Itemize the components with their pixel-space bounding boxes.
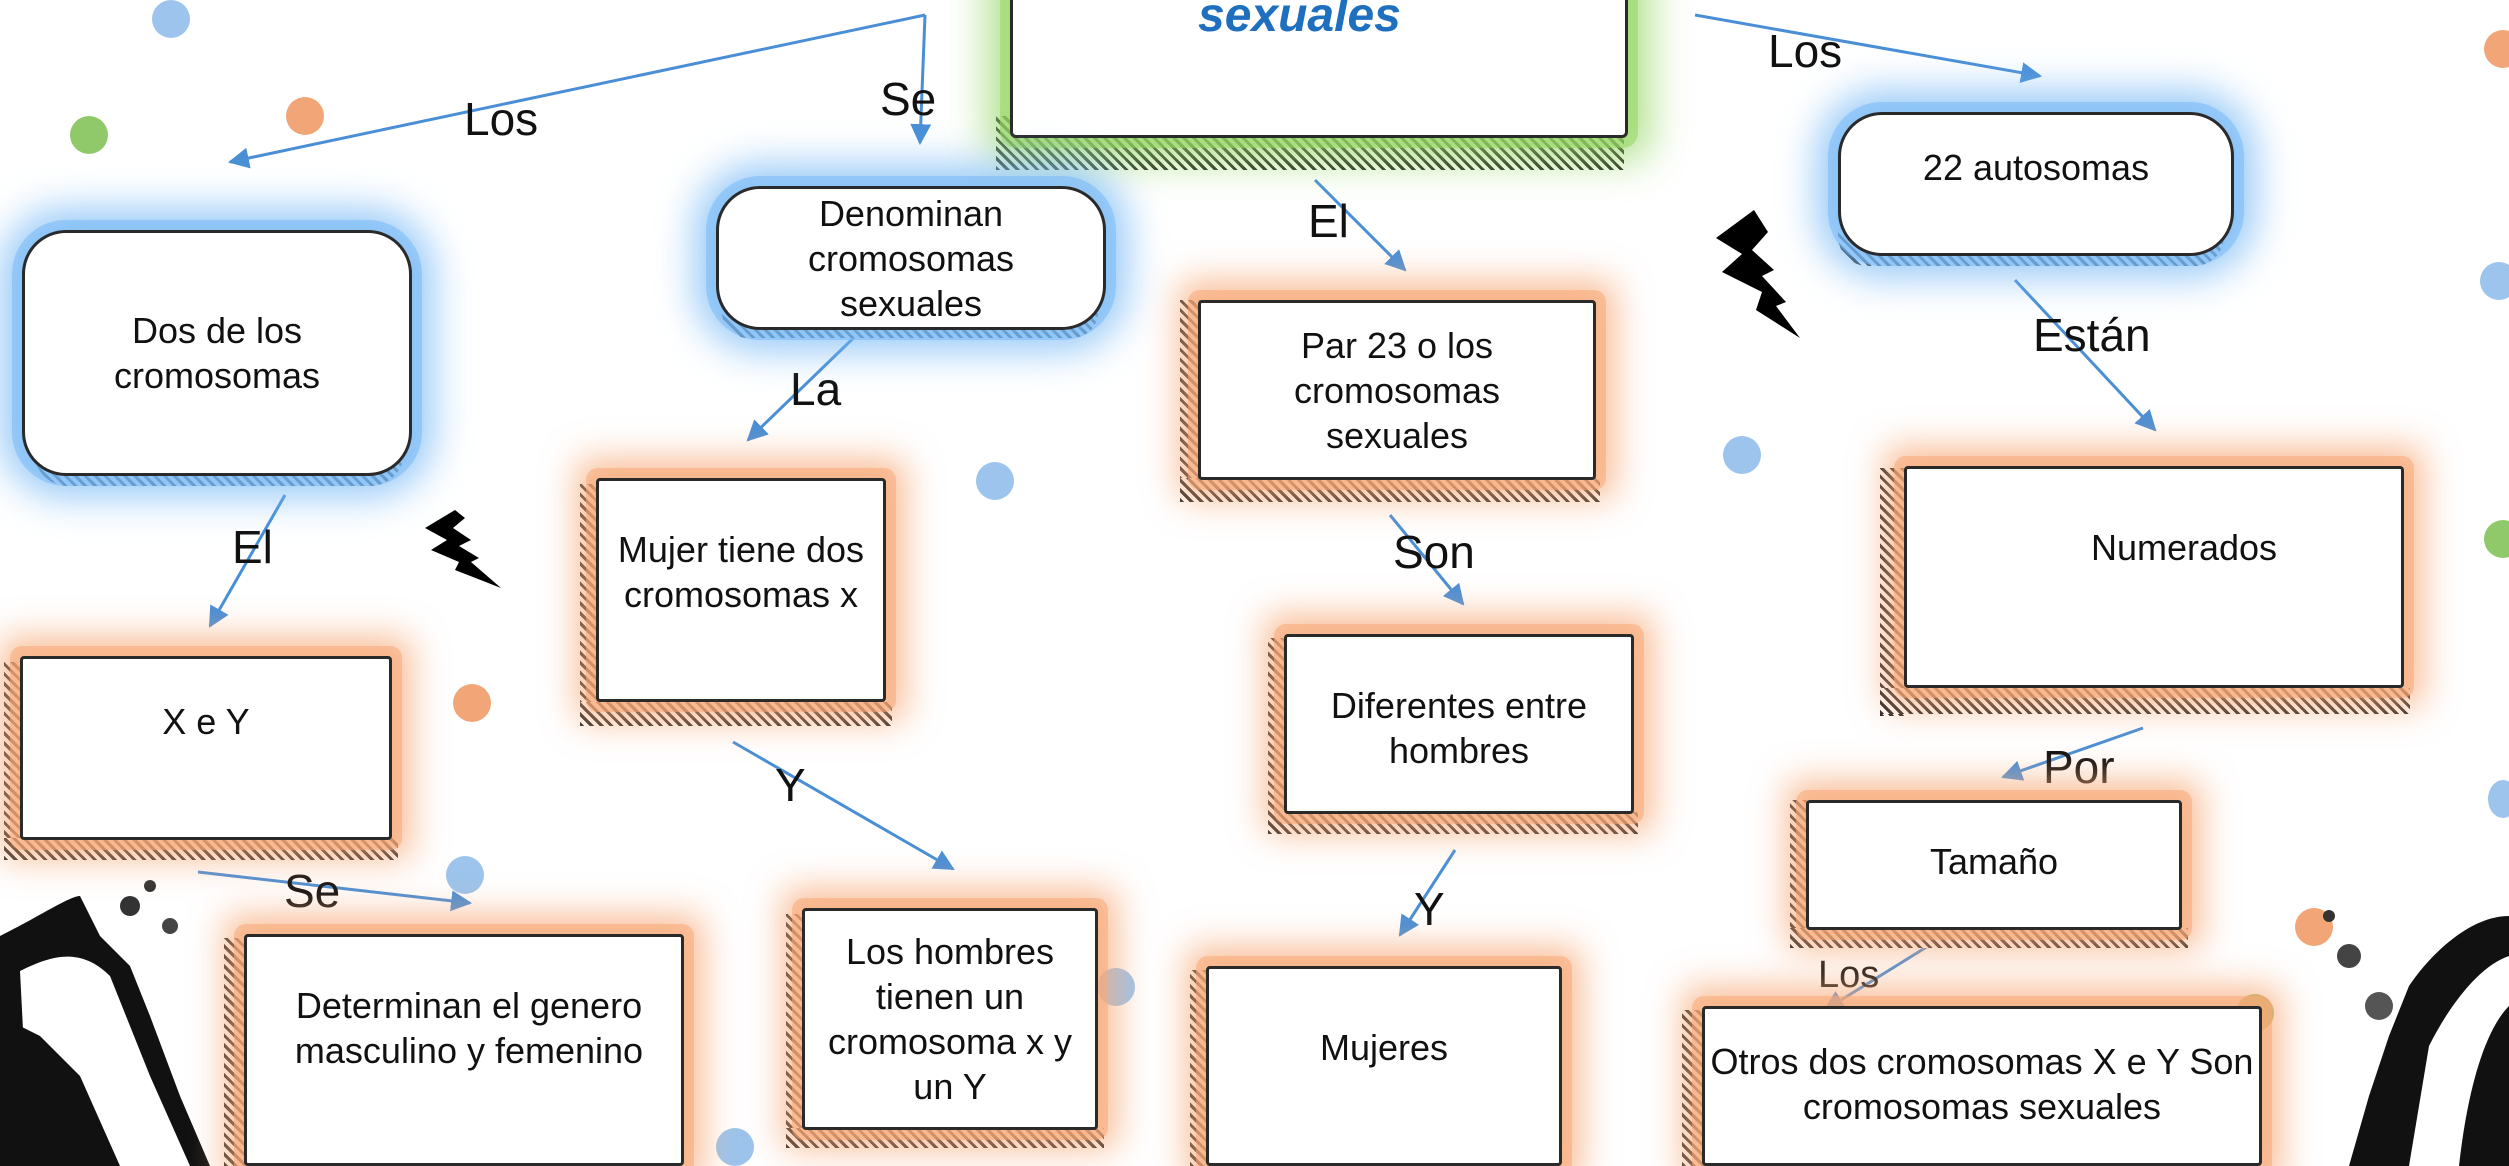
node-autosomas: 22 autosomas bbox=[1838, 112, 2234, 256]
arrow-title-to-dos bbox=[227, 13, 926, 169]
connector-label: Los bbox=[1768, 25, 1843, 77]
arrow-diferentes-to-mujeres bbox=[1398, 849, 1457, 937]
decor-dot bbox=[2484, 520, 2509, 558]
decor-dot bbox=[2488, 780, 2509, 818]
node-shadow bbox=[580, 702, 892, 726]
connector-label: Y bbox=[1414, 883, 1445, 935]
node-shadow bbox=[1880, 688, 2410, 714]
arrow-par23-to-diferentes bbox=[1388, 514, 1465, 606]
connector-label: Los bbox=[464, 93, 539, 145]
node-dos-cromosomas: Dos de los cromosomas bbox=[22, 230, 412, 476]
decor-dot bbox=[2484, 30, 2509, 68]
arrow-numerados-to-tamano bbox=[2001, 726, 2144, 781]
decor-dot bbox=[446, 856, 484, 894]
node-shadow bbox=[1790, 928, 2188, 948]
arrow-mujer-to-hombres bbox=[732, 740, 955, 871]
node-xey: X e Y bbox=[20, 656, 392, 840]
node-mujer-xx: Mujer tiene dos cromosomas x bbox=[596, 478, 886, 702]
node-shadow bbox=[1180, 478, 1600, 502]
arrow-title-to-par23 bbox=[1313, 178, 1407, 272]
decor-dot bbox=[2480, 262, 2509, 300]
connector-label: La bbox=[790, 363, 842, 415]
ink-splash-decor bbox=[2323, 910, 2509, 1166]
decor-dot bbox=[453, 684, 491, 722]
node-otros: Otros dos cromosomas X e Y Son cromosoma… bbox=[1702, 1006, 2262, 1166]
arrow-autosomas-to-numerados bbox=[2013, 278, 2157, 432]
lightning-icon bbox=[1716, 210, 1800, 338]
arrow-denominan-to-mujer bbox=[746, 320, 872, 442]
decor-dot bbox=[1723, 436, 1761, 474]
connector-label: Se bbox=[284, 865, 341, 917]
node-par23: Par 23 o los cromosomas sexuales bbox=[1198, 300, 1596, 480]
node-hombres-xy: Los hombres tienen un cromosoma x y un Y bbox=[802, 908, 1098, 1130]
node-mujeres: Mujeres bbox=[1206, 966, 1562, 1166]
decor-dot bbox=[1097, 968, 1135, 1006]
node-numerados: Numerados bbox=[1904, 466, 2404, 688]
decor-dot bbox=[286, 97, 324, 135]
node-shadow bbox=[1880, 468, 1906, 716]
node-denominan: Denominan cromosomas sexuales bbox=[716, 186, 1106, 330]
connector-label: Y bbox=[775, 759, 806, 811]
node-diferentes: Diferentes entre hombres bbox=[1284, 634, 1634, 814]
arrow-title-to-autosomas bbox=[1694, 13, 2043, 84]
node-tamano: Tamaño bbox=[1806, 800, 2182, 930]
connector-label: El bbox=[232, 521, 273, 573]
connector-label: Están bbox=[2033, 309, 2151, 361]
connector-label: Se bbox=[880, 73, 937, 125]
decor-dot bbox=[70, 116, 108, 154]
arrow-dos-to-xey bbox=[208, 494, 287, 628]
arrow-title-to-denominan bbox=[910, 14, 932, 146]
ink-splash-decor bbox=[0, 880, 210, 1166]
node-shadow bbox=[786, 1128, 1104, 1148]
node-determinan: Determinan el genero masculino y femenin… bbox=[244, 934, 684, 1166]
lightning-icon bbox=[425, 510, 501, 588]
decor-dot bbox=[152, 0, 190, 38]
decor-dot bbox=[976, 462, 1014, 500]
node-shadow bbox=[580, 484, 600, 724]
connector-label: Por bbox=[2043, 741, 2115, 793]
decor-dot bbox=[716, 1128, 754, 1166]
arrow-xey-to-determinan bbox=[197, 870, 473, 912]
node-shadow bbox=[4, 838, 398, 860]
title-box bbox=[1010, 0, 1628, 138]
connector-label: Los bbox=[1818, 954, 1880, 996]
diagram-title: sexuales bbox=[1198, 0, 1401, 42]
node-shadow bbox=[1268, 812, 1638, 834]
connector-label: El bbox=[1308, 195, 1349, 247]
connector-label: Son bbox=[1393, 526, 1475, 578]
